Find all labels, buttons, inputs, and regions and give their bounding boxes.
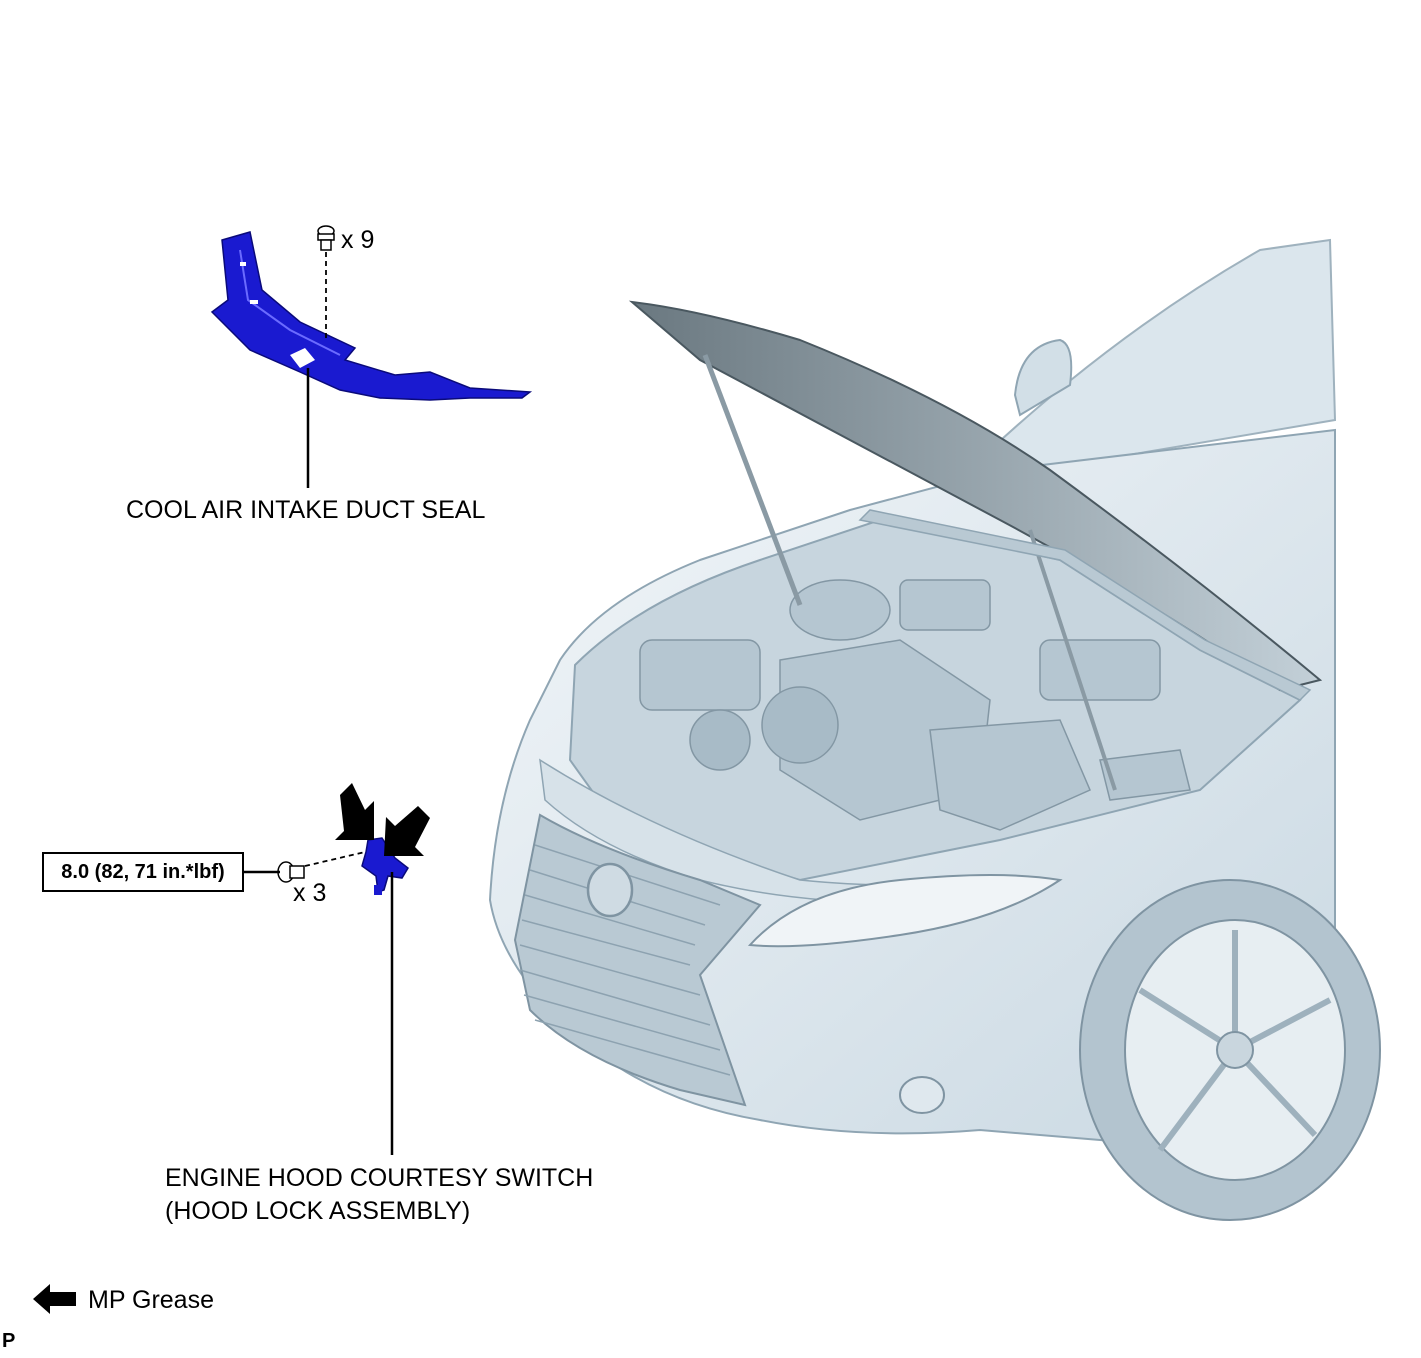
hood-strut-right [1028, 529, 1117, 791]
front-wheel [1079, 879, 1381, 1221]
duct-seal-label: COOL AIR INTAKE DUCT SEAL [126, 496, 486, 524]
fog-light [899, 1076, 945, 1114]
hood-strut-left [702, 354, 803, 606]
corner-mark: P [2, 1330, 16, 1352]
left-arrow-icon [33, 1284, 76, 1314]
clip-quantity-label: x 9 [341, 226, 375, 254]
engine-components [639, 579, 1191, 831]
legend-grease-label: MP Grease [88, 1286, 214, 1314]
bolt-quantity-label: x 3 [293, 879, 327, 907]
switch-label-line1: ENGINE HOOD COURTESY SWITCH [165, 1164, 594, 1192]
bolt-icon [277, 861, 305, 883]
spindle-grille [513, 813, 762, 1107]
bolt-leader-dashed [304, 851, 366, 867]
cowl-panel [858, 509, 1312, 701]
cool-air-intake-duct-seal-part [210, 231, 533, 401]
headlight [747, 874, 1063, 948]
grease-arrow-icon [384, 806, 430, 856]
torque-spec-box: 8.0 (82, 71 in.*lbf) [42, 852, 244, 892]
side-mirror [1013, 338, 1073, 417]
vehicle-illustration [488, 238, 1381, 1221]
grease-arrow-icon [335, 783, 374, 840]
push-clip-icon [317, 225, 335, 251]
open-hood [628, 300, 1323, 692]
lexus-emblem [586, 862, 634, 918]
switch-label-line2: (HOOD LOCK ASSEMBLY) [165, 1197, 471, 1225]
